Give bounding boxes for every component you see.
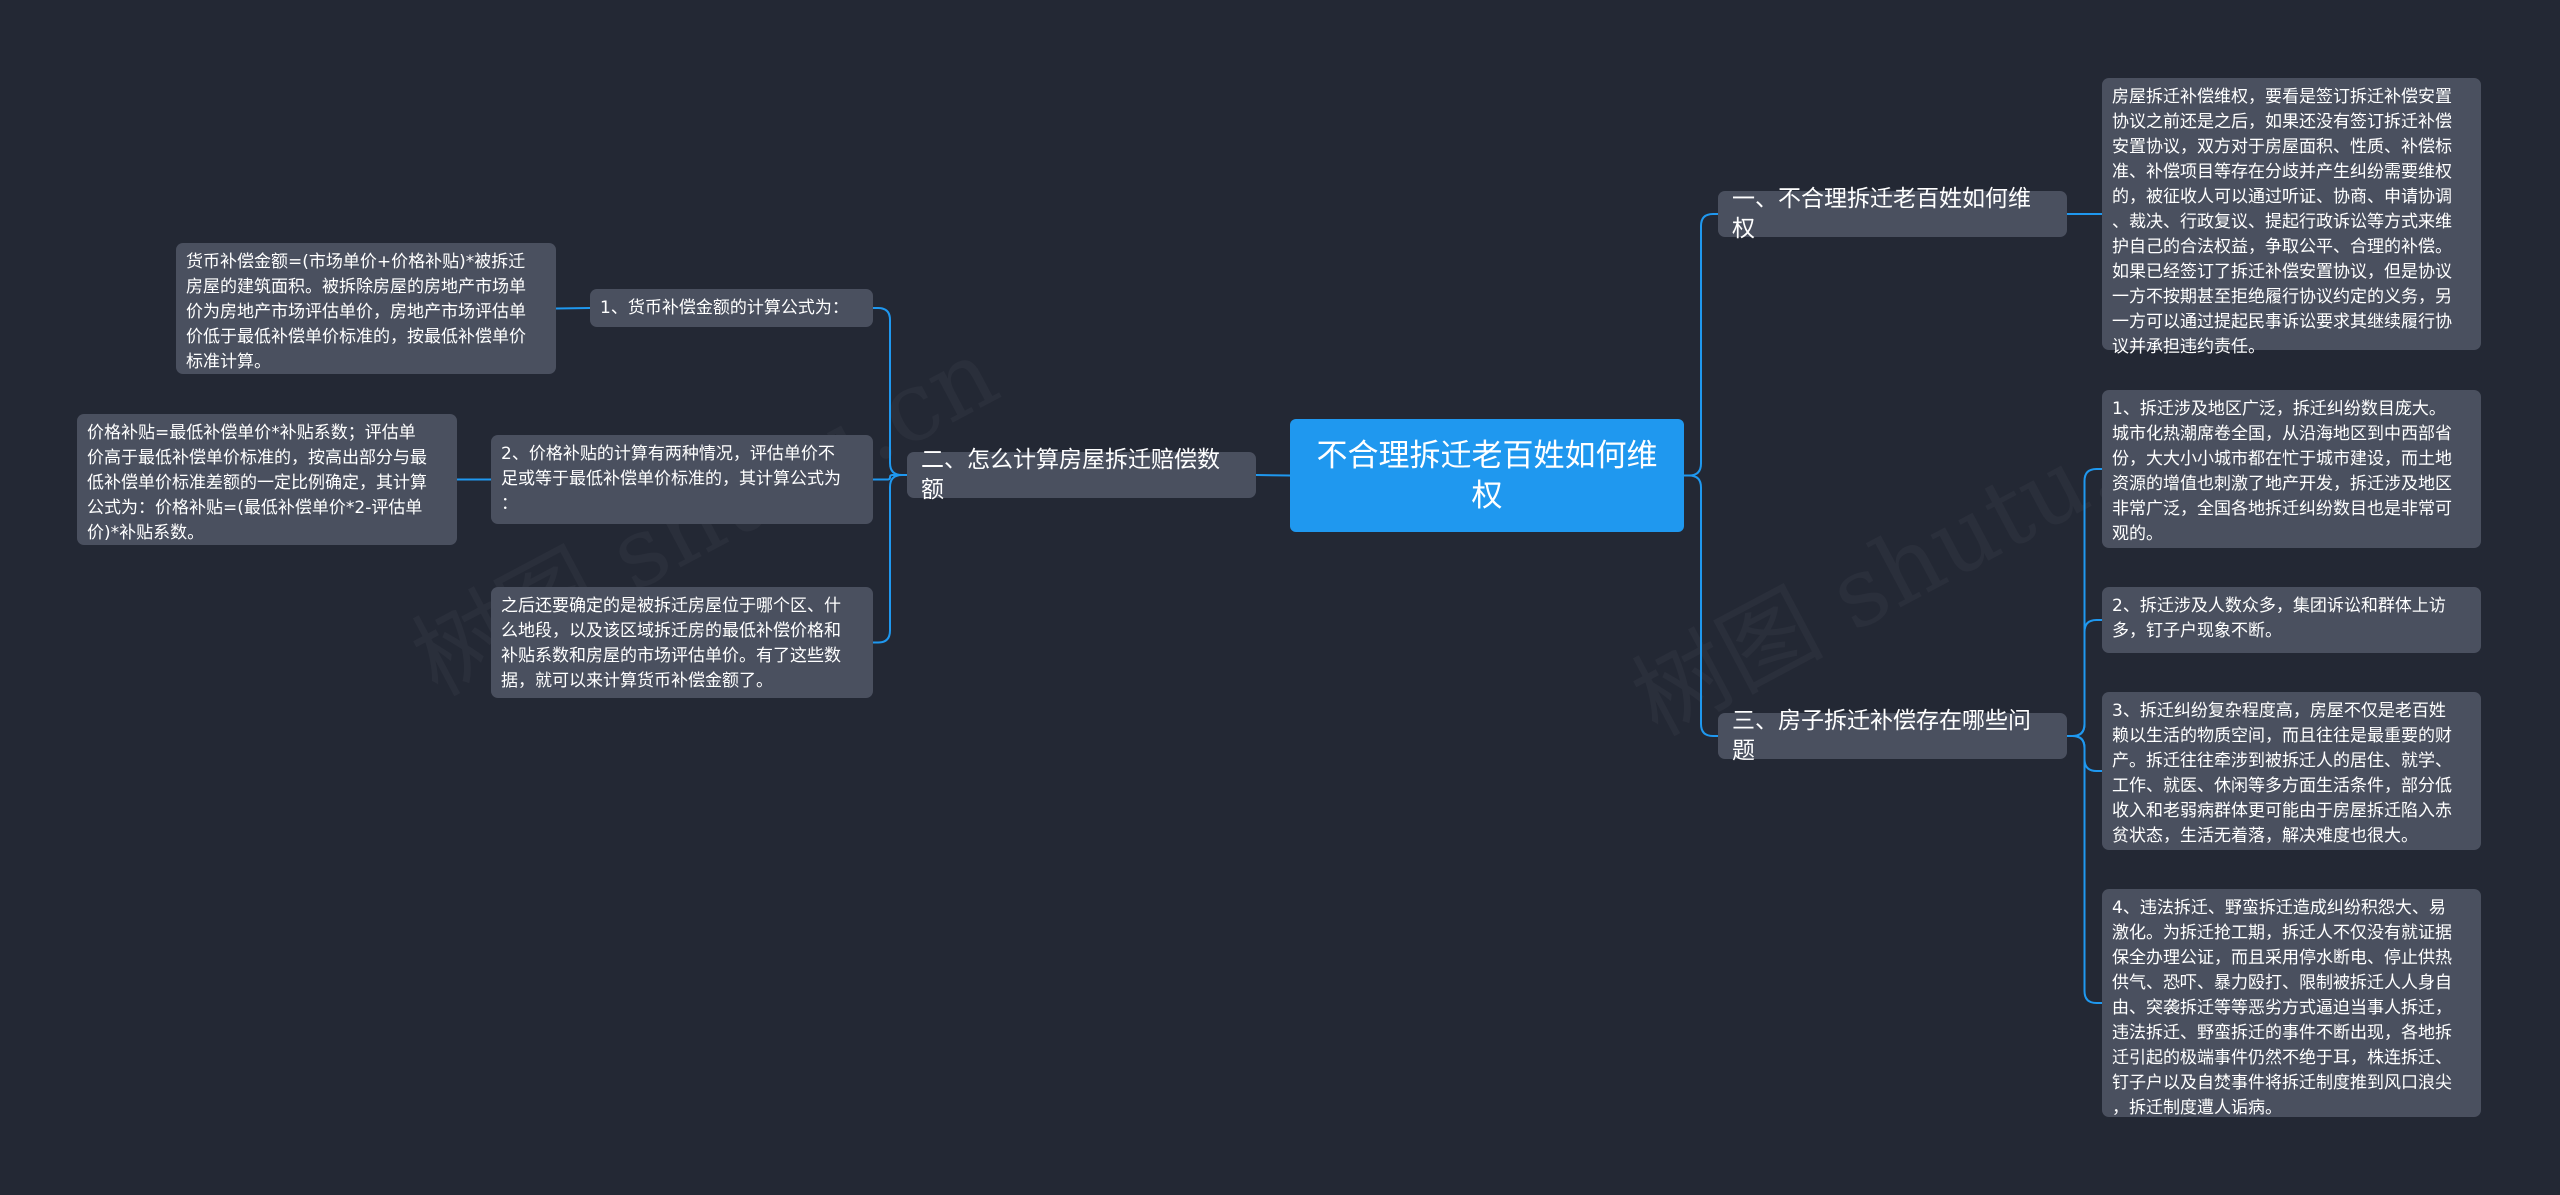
branch-3-sub-4[interactable]: 4、违法拆迁、野蛮拆迁造成纠纷积怨大、易 激化。为拆迁抢工期，拆迁人不仅没有就证… bbox=[2102, 889, 2481, 1118]
connector-branch-2-topic-to-branch-2-sub-3 bbox=[873, 474, 907, 644]
branch-2-sub-3[interactable]: 之后还要确定的是被拆迁房屋位于哪个区、什 么地段，以及该区域拆迁房的最低补偿价格… bbox=[491, 587, 873, 698]
connector-branch-3-topic-to-branch-3-sub-4 bbox=[2067, 735, 2102, 1004]
connector-branch-3-topic-to-branch-3-sub-3 bbox=[2067, 735, 2102, 772]
connector-root-topic-to-branch-2-topic bbox=[1255, 474, 1291, 477]
branch-1-detail[interactable]: 房屋拆迁补偿维权，要看是签订拆迁补偿安置 协议之前还是之后，如果还没有签订拆迁补… bbox=[2102, 78, 2481, 357]
connector-branch-3-topic-to-branch-3-sub-2 bbox=[2067, 619, 2102, 737]
branch-3-sub-2[interactable]: 2、拆迁涉及人数众多，集团诉讼和群体上访 多，钉子户现象不断。 bbox=[2102, 587, 2481, 653]
branch-2-sub-1-detail[interactable]: 货币补偿金额=(市场单价+价格补贴)*被拆迁 房屋的建筑面积。被拆除房屋的房地产… bbox=[176, 243, 556, 374]
branch-2-sub-1[interactable]: 1、货币补偿金额的计算公式为： bbox=[590, 289, 873, 327]
branch-2-sub-2[interactable]: 2、价格补贴的计算有两种情况，评估单价不 足或等于最低补偿单价标准的，其计算公式… bbox=[491, 435, 873, 524]
branch-2-sub-2-detail[interactable]: 价格补贴=最低补偿单价*补贴系数；评估单 价高于最低补偿单价标准的，按高出部分与… bbox=[77, 414, 457, 545]
branch-2-topic[interactable]: 二、怎么计算房屋拆迁赔偿数额 bbox=[907, 447, 1256, 503]
branch-3-sub-3[interactable]: 3、拆迁纠纷复杂程度高，房屋不仅是老百姓 赖以生活的物质空间，而且往往是最重要的… bbox=[2102, 692, 2481, 850]
branch-1-topic[interactable]: 一、不合理拆迁老百姓如何维权 bbox=[1718, 186, 2067, 242]
connector-branch-2-sub-1-to-branch-2-sub-1-detail bbox=[555, 307, 591, 310]
root-topic[interactable]: 不合理拆迁老百姓如何维 权 bbox=[1290, 419, 1684, 532]
branch-3-sub-1[interactable]: 1、拆迁涉及地区广泛，拆迁纠纷数目庞大。 城市化热潮席卷全国，从沿海地区到中西部… bbox=[2102, 390, 2481, 548]
branch-3-topic[interactable]: 三、房子拆迁补偿存在哪些问题 bbox=[1718, 708, 2067, 764]
connector-root-topic-to-branch-1-topic bbox=[1684, 213, 1718, 477]
